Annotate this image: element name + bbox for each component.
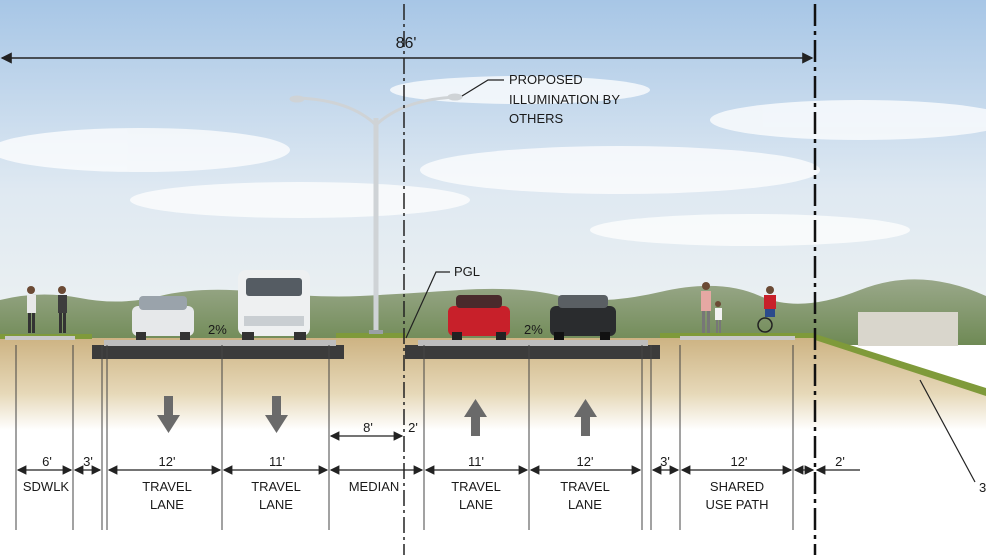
dim-buffer-right: 3' — [660, 454, 670, 469]
illumination-note-line1: PROPOSED — [509, 72, 583, 87]
dimension-lines — [16, 431, 860, 475]
distant-building — [858, 312, 958, 346]
label-lane-2-line2: LANE — [259, 497, 293, 512]
clouds — [0, 76, 986, 246]
grass-slope — [815, 334, 986, 396]
pavement — [5, 336, 795, 359]
dim-sidewalk: 6' — [42, 454, 52, 469]
label-lane-1-line1: TRAVEL — [142, 479, 192, 494]
label-lane-4-line2: LANE — [568, 497, 602, 512]
label-lane-2-line1: TRAVEL — [251, 479, 301, 494]
dim-lane-1: 12' — [159, 454, 176, 469]
label-shared-use-path-line1: SHARED — [710, 479, 764, 494]
label-lane-3-line1: TRAVEL — [451, 479, 501, 494]
slope-label-right: 2% — [524, 322, 543, 337]
illumination-note-line3: OTHERS — [509, 111, 564, 126]
white-van — [238, 270, 310, 340]
extension-lines — [15, 345, 794, 530]
pedestrians — [27, 286, 67, 333]
label-median: MEDIAN — [349, 479, 400, 494]
red-car — [448, 295, 510, 340]
slope-label-left: 2% — [208, 322, 227, 337]
label-lane-3-line2: LANE — [459, 497, 493, 512]
dim-edge: 2' — [835, 454, 845, 469]
label-shared-use-path-line2: USE PATH — [705, 497, 768, 512]
dim-shared-use-path: 12' — [731, 454, 748, 469]
illumination-leader — [461, 79, 504, 97]
pgl-label: PGL — [454, 264, 480, 279]
overall-width-label: 86' — [396, 35, 417, 52]
arrow-up-lane-3 — [464, 399, 487, 436]
street-light — [289, 93, 463, 334]
edge-mark-label: 3 — [979, 480, 986, 495]
lane-labels: SDWLK TRAVEL LANE TRAVEL LANE MEDIAN TRA… — [23, 479, 769, 512]
arrow-down-lane-2 — [265, 396, 288, 433]
black-car — [550, 295, 616, 340]
lane-arrows — [157, 396, 597, 436]
label-lane-4-line1: TRAVEL — [560, 479, 610, 494]
slope-leader — [919, 379, 976, 483]
dim-lane-2: 11' — [269, 454, 285, 469]
path-users — [701, 282, 776, 333]
dim-lane-3: 11' — [468, 454, 484, 469]
label-lane-1-line2: LANE — [150, 497, 184, 512]
dim-lane-4: 12' — [577, 454, 594, 469]
dim-median: 8' — [363, 420, 373, 435]
dimension-values: 6' 3' 12' 11' 8' 2' 11' 12' 3' 12' 2' — [42, 420, 845, 469]
dim-buffer-left: 3' — [83, 454, 93, 469]
arrow-up-lane-4 — [574, 399, 597, 436]
white-car — [132, 296, 194, 340]
dim-median-offset: 2' — [408, 420, 418, 435]
label-sidewalk: SDWLK — [23, 479, 70, 494]
arrow-down-lane-1 — [157, 396, 180, 433]
pgl-leader — [405, 271, 450, 339]
illumination-note-line2: ILLUMINATION BY — [509, 92, 620, 107]
ground-section — [0, 338, 986, 430]
